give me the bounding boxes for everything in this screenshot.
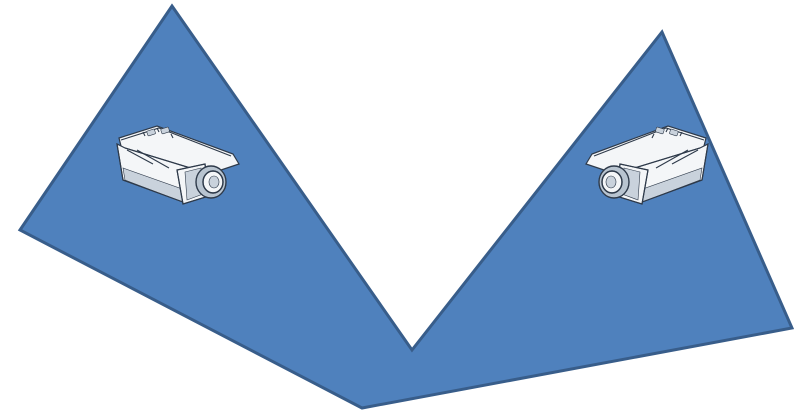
camera-coverage-shape [20, 6, 792, 408]
